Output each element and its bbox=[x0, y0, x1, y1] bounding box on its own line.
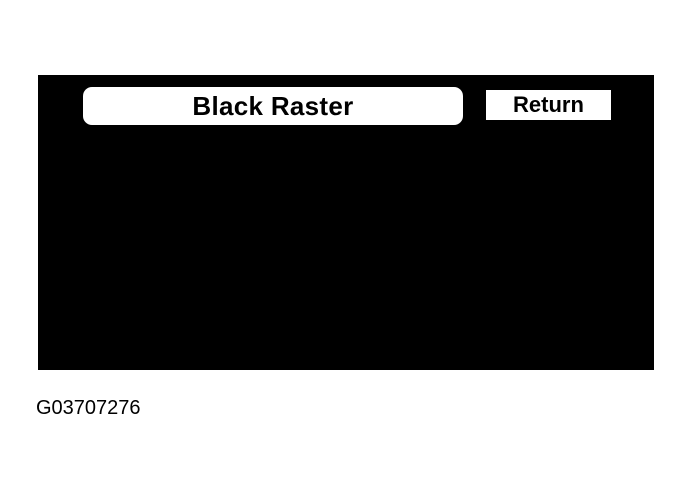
return-button-label: Return bbox=[513, 92, 584, 117]
return-button[interactable]: Return bbox=[486, 90, 611, 120]
display-screen: Black Raster Return bbox=[38, 75, 654, 370]
title-bar: Black Raster bbox=[83, 87, 463, 125]
figure-id: G03707276 bbox=[36, 397, 141, 419]
screen-title: Black Raster bbox=[192, 90, 354, 121]
